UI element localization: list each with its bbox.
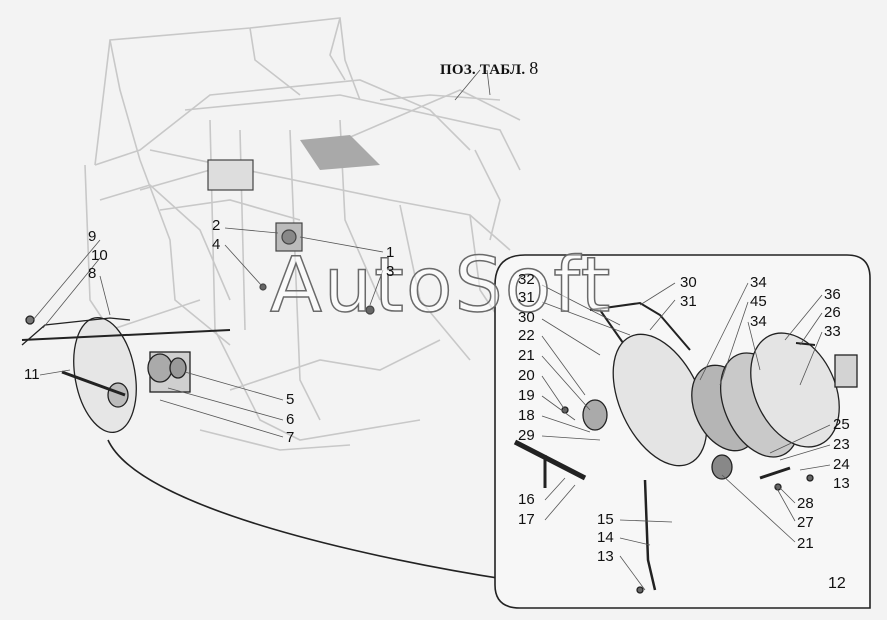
- detail-connector: [107, 439, 511, 581]
- callout-detail-20: 20: [518, 367, 535, 384]
- callout-detail-27: 27: [797, 514, 814, 531]
- callout-detail-45: 45: [750, 293, 767, 310]
- callout-detail-25: 25: [833, 416, 850, 433]
- callout-5: 5: [286, 391, 295, 408]
- callout-detail-15: 15: [597, 511, 614, 528]
- callout-3: 3: [386, 263, 395, 280]
- callout-detail-31b: 31: [680, 293, 697, 310]
- hopper-shade: [300, 135, 380, 170]
- callout-6: 6: [286, 411, 295, 428]
- callout-detail-18: 18: [518, 407, 535, 424]
- callout-detail-34b: 34: [750, 313, 767, 330]
- leader-lines: [32, 69, 491, 438]
- bracket-block: [207, 159, 375, 315]
- callout-detail-30: 30: [518, 309, 535, 326]
- callout-detail-14: 14: [597, 529, 614, 546]
- callout-1: 1: [386, 244, 395, 261]
- callout-detail-32: 32: [518, 271, 535, 288]
- callout-detail-13b: 13: [597, 548, 614, 565]
- callout-detail-36: 36: [824, 286, 841, 303]
- callout-11: 11: [24, 366, 40, 383]
- callout-detail-33: 33: [824, 323, 841, 340]
- callout-10: 10: [91, 247, 108, 264]
- callout-detail-26: 26: [824, 304, 841, 321]
- callout-2: 2: [212, 217, 221, 234]
- callout-detail-16: 16: [518, 491, 535, 508]
- callout-detail-21b: 21: [797, 535, 814, 552]
- callout-detail-28: 28: [797, 495, 814, 512]
- detail-leader-lines: [541, 282, 831, 591]
- callout-detail-29: 29: [518, 427, 535, 444]
- callout-detail-31: 31: [518, 289, 535, 306]
- detail-view-number: 12: [828, 575, 846, 592]
- callout-8: 8: [88, 265, 97, 282]
- left-assembly: [21, 315, 231, 434]
- callout-4: 4: [212, 236, 221, 253]
- callout-detail-34: 34: [750, 274, 767, 291]
- callout-detail-21: 21: [518, 347, 535, 364]
- callout-detail-19: 19: [518, 387, 535, 404]
- callout-7: 7: [286, 429, 295, 446]
- table-reference-label: ПОЗ. ТАБЛ.: [440, 62, 526, 78]
- callout-detail-24: 24: [833, 456, 850, 473]
- callout-detail-23: 23: [833, 436, 850, 453]
- table-reference: ПОЗ. ТАБЛ. 8: [440, 58, 538, 79]
- table-reference-number: 8: [529, 58, 539, 78]
- callout-9: 9: [88, 228, 97, 245]
- detail-parts: [513, 301, 858, 594]
- watermark: AutoSoft: [269, 239, 613, 330]
- callout-detail-13: 13: [833, 475, 850, 492]
- callout-detail-17: 17: [518, 511, 535, 528]
- callout-detail-30b: 30: [680, 274, 697, 291]
- callout-detail-22: 22: [518, 327, 535, 344]
